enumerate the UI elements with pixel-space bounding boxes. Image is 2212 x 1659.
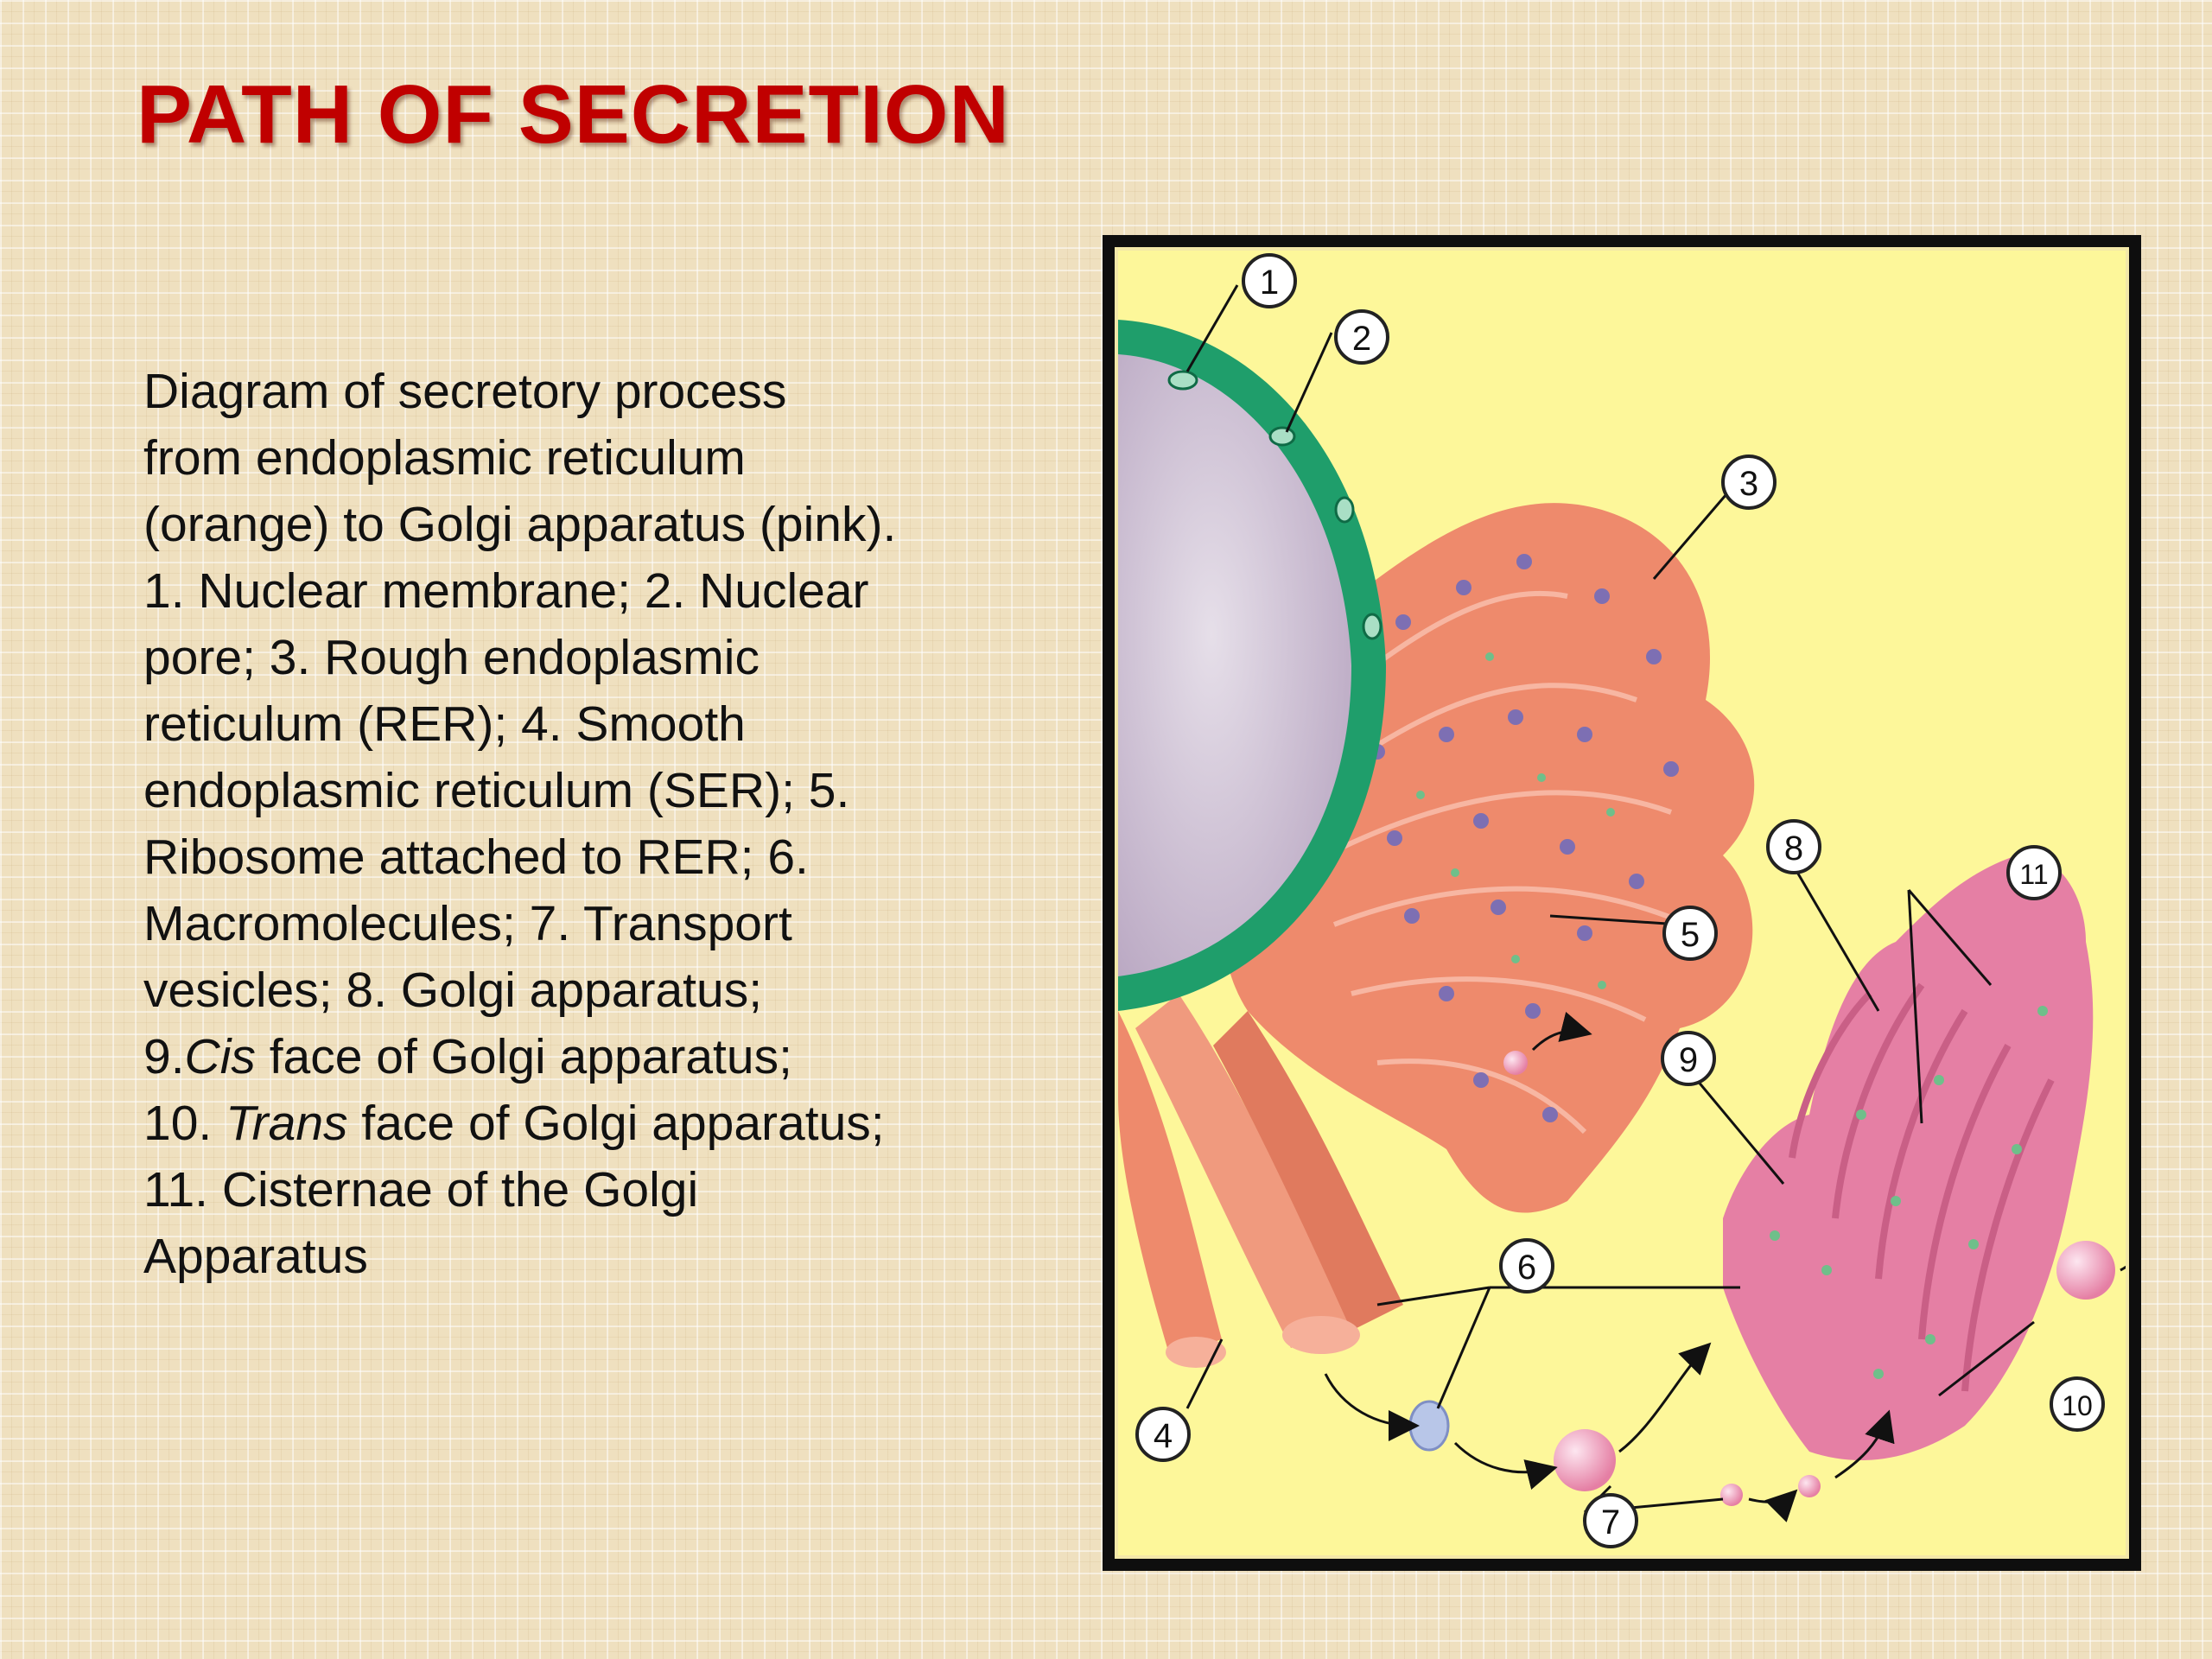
callout-label: 3 <box>1739 465 1758 503</box>
caption-line: from endoplasmic reticulum <box>143 430 746 486</box>
callout-label: 9 <box>1679 1041 1698 1079</box>
callout-6: 6 <box>1499 1238 1554 1294</box>
callout-label: 1 <box>1260 264 1279 302</box>
smooth-er <box>1118 994 1403 1368</box>
caption-prefix: 10. <box>143 1096 226 1151</box>
callout-label: 4 <box>1154 1417 1173 1455</box>
callout-8: 8 <box>1766 819 1821 874</box>
callout-label: 11 <box>2019 859 2048 890</box>
caption-suffix: face of Golgi apparatus; <box>347 1096 885 1151</box>
flow-arrows <box>1324 1011 2126 1522</box>
callout-3: 3 <box>1721 454 1777 510</box>
callout-5: 5 <box>1662 906 1718 961</box>
diagram-panel: 1 2 3 4 5 6 7 <box>1115 247 2129 1559</box>
caption-line-trans: 10. Trans face of Golgi apparatus; <box>143 1090 1007 1157</box>
callout-label: 7 <box>1601 1503 1620 1541</box>
golgi-apparatus <box>1723 854 2094 1460</box>
caption-line: reticulum (RER); 4. Smooth <box>143 696 746 752</box>
figure-caption: Diagram of secretory process from endopl… <box>143 359 1007 1290</box>
callout-label: 6 <box>1517 1249 1536 1287</box>
caption-line: Apparatus <box>143 1229 368 1284</box>
caption-line: endoplasmic reticulum (SER); 5. <box>143 763 850 818</box>
caption-line: Macromolecules; 7. Transport <box>143 896 792 951</box>
caption-line: Ribosome attached to RER; 6. <box>143 830 809 885</box>
caption-italic-cis: Cis <box>184 1029 256 1084</box>
callout-label: 5 <box>1681 916 1700 954</box>
caption-italic-trans: Trans <box>226 1096 348 1151</box>
caption-suffix: face of Golgi apparatus; <box>255 1029 792 1084</box>
callout-label: 10 <box>2062 1390 2093 1421</box>
callout-2: 2 <box>1334 309 1389 365</box>
caption-line: vesicles; 8. Golgi apparatus; <box>143 963 763 1018</box>
slide-title: PATH OF SECRETION <box>137 68 1010 161</box>
caption-line-cis: 9.Cis face of Golgi apparatus; <box>143 1024 1007 1090</box>
callout-9: 9 <box>1661 1031 1716 1086</box>
caption-prefix: 9. <box>143 1029 185 1084</box>
caption-line: 1. Nuclear membrane; 2. Nuclear <box>143 563 869 619</box>
callout-label: 8 <box>1784 830 1803 868</box>
caption-line: 11. Cisternae of the Golgi <box>143 1162 699 1217</box>
secretion-diagram: 1 2 3 4 5 6 7 <box>1118 253 2126 1548</box>
caption-line: Diagram of secretory process <box>143 364 787 419</box>
caption-line: pore; 3. Rough endoplasmic <box>143 630 760 685</box>
callout-label: 2 <box>1352 320 1371 358</box>
callout-7: 7 <box>1583 1493 1638 1548</box>
callout-1: 1 <box>1242 253 1297 308</box>
transport-vesicles <box>1408 1051 2115 1506</box>
diagram-frame: 1 2 3 4 5 6 7 <box>1103 235 2141 1571</box>
caption-line: (orange) to Golgi apparatus (pink). <box>143 497 897 552</box>
callout-10: 10 <box>2050 1376 2105 1432</box>
callout-11: 11 <box>2006 845 2062 900</box>
nucleus <box>1118 320 1386 1011</box>
callout-4: 4 <box>1135 1407 1191 1462</box>
